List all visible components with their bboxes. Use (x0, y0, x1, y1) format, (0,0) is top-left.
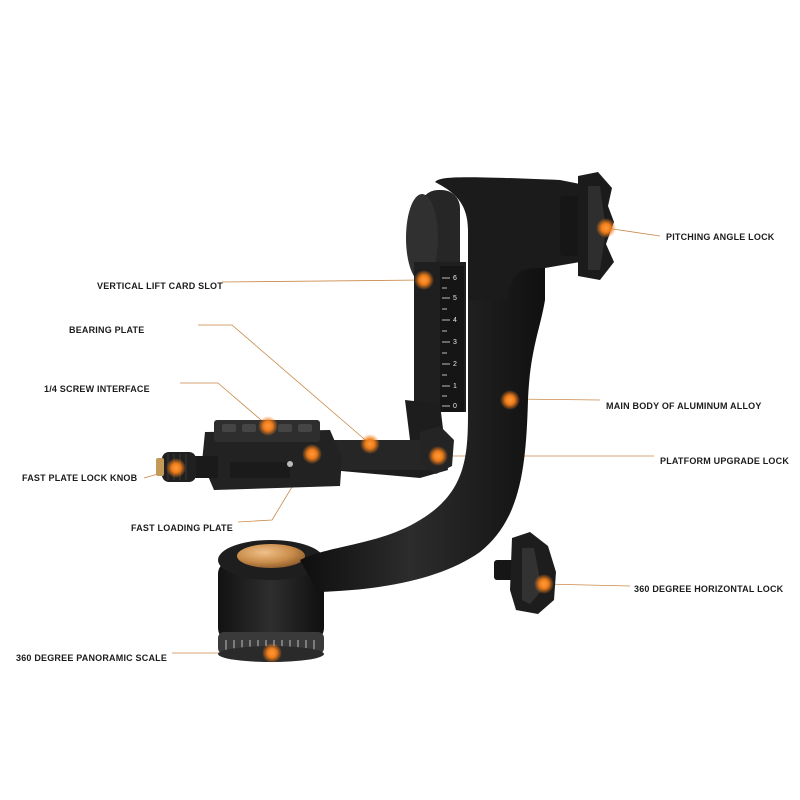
label-bearing-plate: BEARING PLATE (69, 325, 145, 335)
marker-panoramic-scale (262, 643, 282, 663)
horizontal-lock-knob (494, 532, 556, 614)
marker-horizontal-lock (534, 574, 554, 594)
scale-mark: 6 (453, 275, 457, 282)
label-fast-plate-lock-knob: FAST PLATE LOCK KNOB (22, 473, 138, 483)
vertical-lift-rail: 6 5 4 3 2 1 0 (414, 262, 466, 412)
scale-mark: 5 (453, 295, 457, 302)
label-screw-interface: 1/4 SCREW INTERFACE (44, 384, 150, 394)
callout-markers (166, 218, 616, 663)
scale-mark: 0 (453, 403, 457, 410)
marker-fast-plate-lock-knob (166, 458, 186, 478)
marker-vertical-lift-card-slot (414, 270, 434, 290)
scale-mark: 1 (453, 383, 457, 390)
marker-platform-upgrade-lock (428, 446, 448, 466)
marker-main-body (500, 390, 520, 410)
marker-fast-loading-plate (302, 444, 322, 464)
marker-screw-interface (258, 416, 278, 436)
scale-mark: 2 (453, 361, 457, 368)
label-fast-loading-plate: FAST LOADING PLATE (131, 523, 233, 533)
scale-mark: 3 (453, 339, 457, 346)
marker-pitching-angle-lock (596, 218, 616, 238)
marker-bearing-plate (360, 434, 380, 454)
label-pitching-angle-lock: PITCHING ANGLE LOCK (666, 232, 775, 242)
label-main-body: MAIN BODY OF ALUMINUM ALLOY (606, 401, 762, 411)
fast-plate-lock-knob (156, 452, 218, 482)
label-panoramic-scale: 360 DEGREE PANORAMIC SCALE (16, 653, 168, 663)
label-horizontal-lock: 360 DEGREE HORIZONTAL LOCK (634, 584, 784, 594)
label-platform-upgrade-lock: PLATFORM UPGRADE LOCK (660, 456, 790, 466)
label-vertical-lift-card-slot: VERTICAL LIFT CARD SLOT (97, 281, 223, 291)
scale-mark: 4 (453, 317, 457, 324)
fast-loading-plate (202, 420, 342, 490)
